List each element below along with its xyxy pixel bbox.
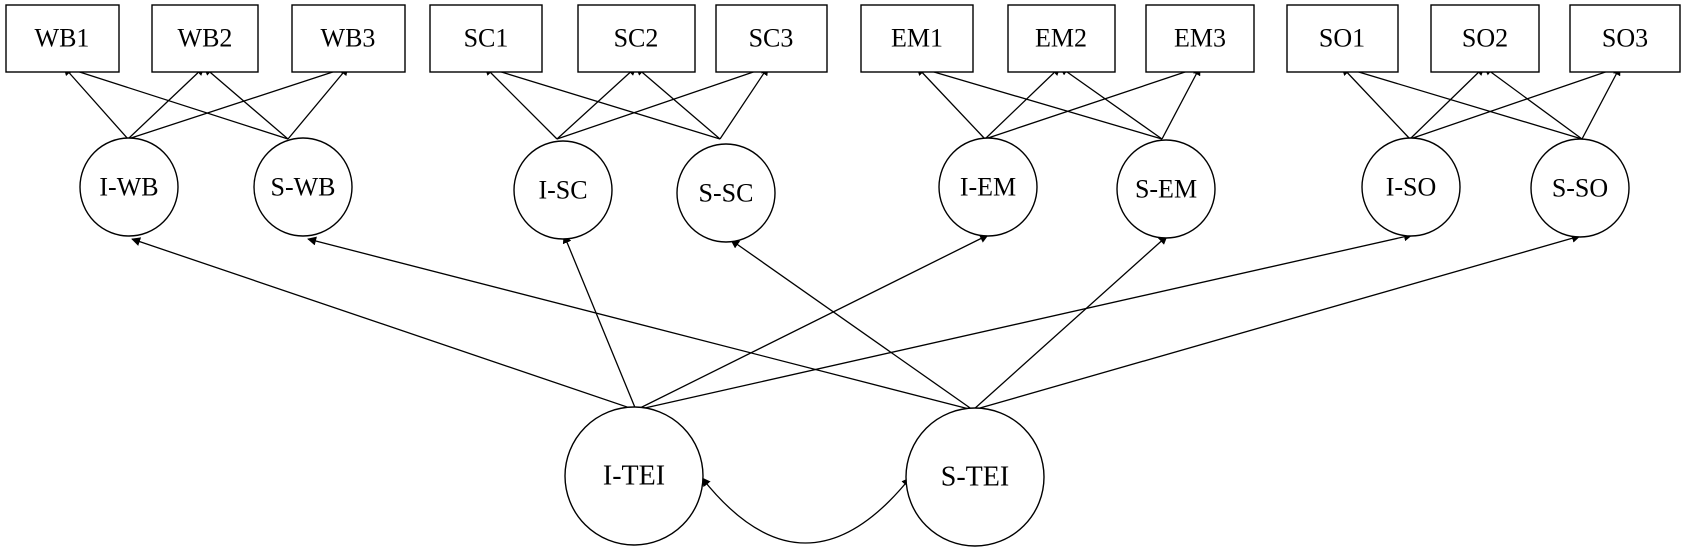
edge-isc-sc2	[556, 66, 637, 140]
indicator-label: SC1	[464, 24, 509, 53]
factor-s-so: S-SO	[1530, 138, 1630, 238]
indicator-so2: SO2	[1430, 4, 1540, 73]
indicator-so1: SO1	[1286, 4, 1399, 73]
edge-sso-so2	[1483, 66, 1583, 140]
edge-stei-sso	[972, 233, 1581, 411]
factor-i-em: I-EM	[938, 137, 1038, 237]
indicator-boxes: WB1 WB2 WB3 SC1 SC2 SC3 EM1 EM2	[5, 4, 1681, 73]
structural-edges	[131, 232, 1581, 411]
factor-label: I-WB	[99, 173, 158, 202]
indicator-wb3: WB3	[291, 4, 406, 73]
loading-edges	[63, 64, 1621, 140]
edge-ssc-sc3	[719, 66, 769, 140]
factor-label: I-SO	[1386, 173, 1437, 202]
edge-isc-sc1	[484, 66, 558, 140]
factor-i-wb: I-WB	[79, 137, 179, 237]
edge-sem-em2	[1059, 66, 1163, 140]
indicator-sc3: SC3	[715, 4, 828, 73]
factor-i-so: I-SO	[1361, 137, 1461, 237]
edge-sem-em3	[1161, 66, 1201, 140]
indicator-wb2: WB2	[151, 4, 259, 73]
factor-s-sc: S-SC	[676, 143, 776, 243]
factor-label: I-SC	[538, 176, 587, 205]
factor-label: I-TEI	[603, 461, 665, 492]
edge-iso-so1	[1341, 66, 1411, 140]
factor-s-wb: S-WB	[253, 137, 353, 237]
indicator-so3: SO3	[1569, 4, 1681, 73]
edge-stei-sem	[972, 235, 1168, 411]
edge-swb-wb2	[203, 66, 289, 140]
indicator-label: SO2	[1462, 24, 1508, 53]
indicator-label: SO1	[1319, 24, 1365, 53]
edge-iem-em3	[984, 65, 1201, 140]
factor-s-tei: S-TEI	[905, 407, 1045, 547]
edge-ssc-sc2	[635, 66, 721, 140]
indicator-label: EM1	[891, 24, 943, 53]
edge-iwb-wb1	[63, 66, 129, 140]
global-factors: I-TEI S-TEI	[564, 406, 1045, 547]
factor-i-tei: I-TEI	[564, 406, 704, 546]
edge-iso-so2	[1409, 66, 1485, 140]
edge-isc-sc3	[556, 65, 769, 140]
group-factors: I-WB S-WB I-SC S-SC I-EM S-EM I-SO S-SO	[79, 137, 1630, 243]
edge-itei-iso	[635, 232, 1413, 411]
edge-iem-em1	[916, 66, 986, 140]
factor-label: S-EM	[1135, 175, 1197, 204]
factor-s-em: S-EM	[1116, 139, 1216, 239]
edge-stei-ssc	[730, 239, 974, 411]
edge-sso-so3	[1581, 66, 1621, 140]
edge-sem-em1	[916, 64, 1163, 140]
indicator-sc1: SC1	[429, 4, 543, 73]
indicator-label: SC2	[614, 24, 659, 53]
edge-stei-swb	[307, 236, 974, 411]
indicator-em3: EM3	[1145, 4, 1255, 73]
edge-iso-so3	[1409, 65, 1621, 140]
indicator-wb1: WB1	[5, 4, 120, 73]
indicator-label: WB3	[321, 24, 376, 53]
factor-label: I-EM	[960, 173, 1016, 202]
factor-label: S-SO	[1552, 174, 1608, 203]
indicator-label: EM3	[1174, 24, 1226, 53]
indicator-label: WB2	[178, 24, 233, 53]
covariance-arc	[701, 477, 911, 544]
indicator-em2: EM2	[1007, 4, 1116, 73]
edge-swb-wb3	[287, 66, 349, 140]
edge-ssc-sc1	[484, 65, 721, 140]
edge-itei-isc	[562, 234, 637, 411]
edge-iwb-wb2	[127, 66, 205, 140]
edge-itei-iwb	[131, 237, 637, 411]
edge-iem-em2	[984, 66, 1061, 140]
factor-label: S-TEI	[941, 462, 1009, 493]
indicator-label: SC3	[749, 24, 794, 53]
indicator-label: WB1	[35, 24, 90, 53]
edge-sso-so1	[1341, 65, 1583, 140]
edge-itei-iem	[635, 234, 989, 411]
factor-label: S-WB	[271, 173, 336, 202]
edge-iwb-wb3	[127, 65, 349, 140]
indicator-sc2: SC2	[577, 4, 696, 73]
indicator-label: SO3	[1602, 24, 1648, 53]
indicator-em1: EM1	[860, 4, 974, 73]
factor-label: S-SC	[699, 179, 754, 208]
factor-i-sc: I-SC	[513, 140, 613, 240]
indicator-label: EM2	[1035, 24, 1087, 53]
edge-swb-wb1	[63, 65, 289, 140]
